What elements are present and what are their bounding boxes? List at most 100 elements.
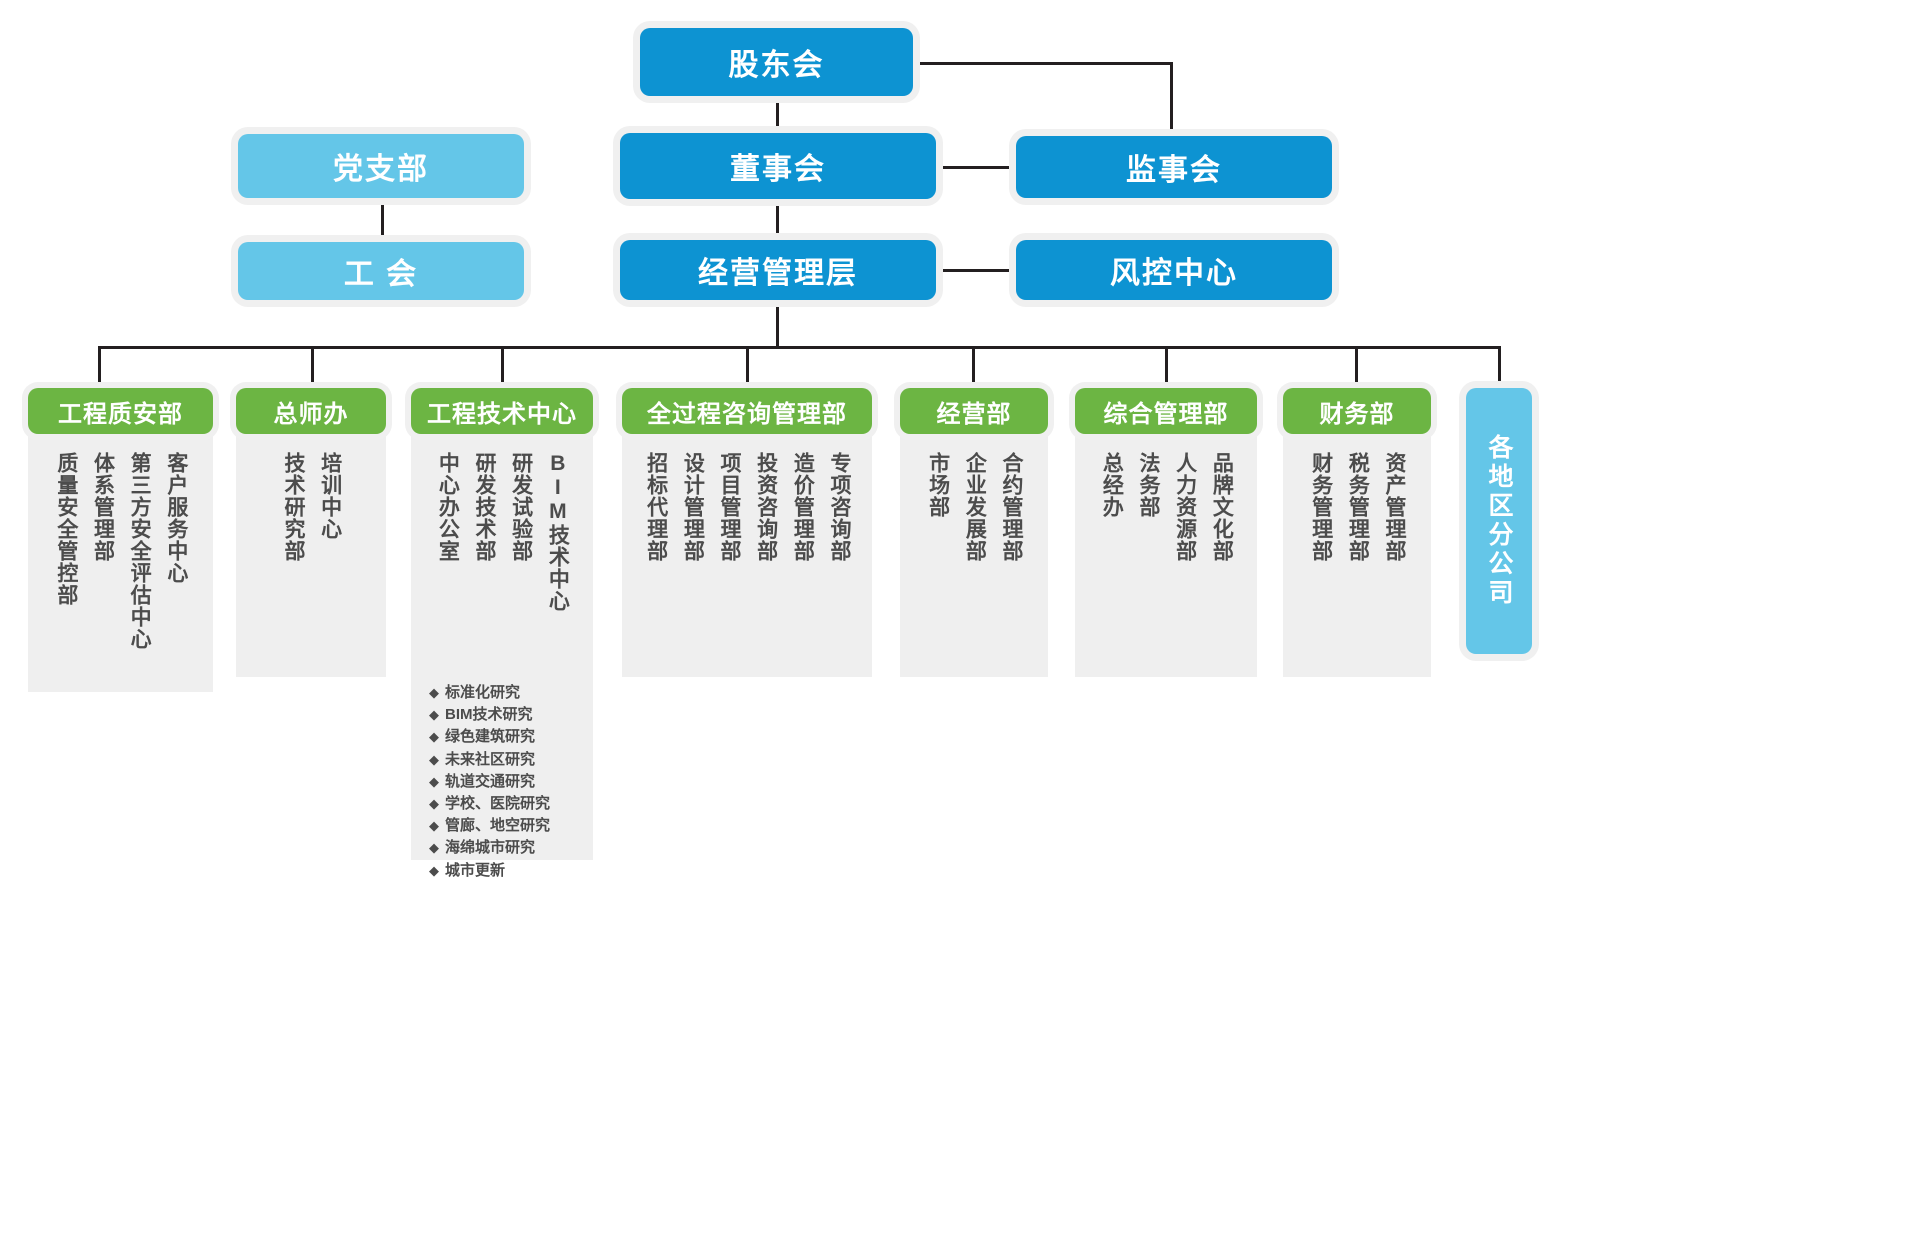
connector-drop-dept-5: [972, 346, 975, 388]
node-party-branch[interactable]: 党支部: [238, 134, 524, 198]
connector-shareholders-to-board: [776, 96, 779, 142]
research-topic-label: 轨道交通研究: [445, 772, 536, 790]
sub-department-item[interactable]: 质量安全管控部: [54, 452, 78, 606]
sub-department-item[interactable]: 资产管理部: [1383, 452, 1406, 562]
node-risk-control-center[interactable]: 风控中心: [1016, 240, 1332, 300]
connector-drop-dept-7: [1355, 346, 1358, 388]
research-topic-label: 海绵城市研究: [445, 839, 536, 857]
department-header-3[interactable]: 工程技术中心: [411, 388, 593, 434]
department-title-5: 经营部: [936, 400, 1012, 428]
sub-department-item[interactable]: 总经办: [1100, 452, 1124, 518]
sub-department-item[interactable]: 市场部: [926, 452, 950, 518]
research-topic-label: 未来社区研究: [445, 750, 536, 768]
sub-department-item[interactable]: 项目管理部: [718, 452, 741, 562]
research-topic-item[interactable]: ◆城市更新: [429, 860, 583, 882]
department-header-5[interactable]: 经营部: [900, 388, 1048, 434]
department-body-5: 合约管理部 企业发展部 市场部: [900, 434, 1048, 677]
sub-department-item[interactable]: 税务管理部: [1346, 452, 1370, 562]
connector-board-to-management: [776, 199, 779, 244]
sub-department-item[interactable]: 招标代理部: [644, 452, 668, 562]
sub-department-item[interactable]: 第三方安全评估中心: [128, 452, 152, 650]
node-shareholders[interactable]: 股东会: [640, 28, 913, 96]
research-topic-label: 标准化研究: [445, 684, 521, 701]
node-supervisors[interactable]: 监事会: [1016, 136, 1332, 198]
research-topic-item[interactable]: ◆ 轨道交通研究: [429, 771, 583, 793]
node-board-label: 董事会: [730, 153, 826, 186]
department-title-6: 综合管理部: [1103, 400, 1229, 428]
diamond-bullet-icon: ◆: [429, 840, 439, 856]
sub-department-item[interactable]: 品牌文化部: [1210, 452, 1234, 562]
node-supervisors-label: 监事会: [1126, 154, 1222, 187]
connector-management-drop: [776, 300, 779, 348]
department-header-4[interactable]: 全过程咨询管理部: [622, 388, 872, 434]
sub-department-item[interactable]: 中心办公室: [436, 452, 460, 562]
node-party-branch-label: 党支部: [333, 153, 429, 186]
research-topic-label: 学校、医院研究: [445, 794, 551, 812]
sub-department-item[interactable]: 设计管理部: [681, 452, 705, 562]
department-engineering-quality-safety: 工程质安部 客户服务中心 第三方安全评估中心 体系管理部 质量安全管控部: [28, 388, 213, 692]
node-risk-control-label: 风控中心: [1110, 257, 1238, 290]
department-header-7[interactable]: 财务部: [1283, 388, 1431, 434]
sub-department-item[interactable]: 合约管理部: [1000, 452, 1023, 562]
department-header-1[interactable]: 工程质安部: [28, 388, 213, 434]
connector-management-to-risk: [935, 269, 1017, 272]
department-title-3: 工程技术中心: [427, 400, 577, 428]
sub-department-item[interactable]: 企业发展部: [963, 452, 987, 562]
department-header-6[interactable]: 综合管理部: [1075, 388, 1257, 434]
node-board-of-directors[interactable]: 董事会: [620, 133, 936, 199]
department-title-4: 全过程咨询管理部: [647, 400, 847, 428]
department-title-7: 财务部: [1319, 400, 1395, 428]
node-management-layer[interactable]: 经营管理层: [620, 240, 936, 300]
connector-shareholders-to-supervisors-v: [1170, 62, 1173, 142]
sub-department-item[interactable]: 专项咨询部: [828, 452, 852, 562]
diamond-bullet-icon: ◆: [429, 729, 439, 745]
sub-department-item[interactable]: 研发试验部: [509, 452, 533, 562]
research-topic-label: BIM技术研究: [445, 706, 533, 724]
sub-department-item[interactable]: 体系管理部: [91, 452, 115, 562]
research-topic-item[interactable]: ◆ BIM技术研究: [429, 704, 583, 726]
sub-department-item[interactable]: 财务管理部: [1309, 452, 1333, 562]
node-regional-branch-label: 各地区分公司: [1485, 434, 1513, 608]
research-topics-list: ◆标准化研究 ◆BIM技术研究 ◆绿色建筑研究 ◆未来社区研究 ◆轨道交通研究 …: [429, 682, 583, 882]
sub-department-item[interactable]: 人力资源部: [1173, 452, 1197, 562]
research-topic-item[interactable]: ◆ 管廊、地空研究: [429, 815, 583, 837]
sub-department-item[interactable]: 技术研究部: [282, 452, 305, 562]
department-title-1: 工程质安部: [58, 400, 183, 428]
node-shareholders-label: 股东会: [728, 49, 825, 82]
research-topic-label: 绿色建筑研究: [445, 728, 536, 746]
connector-drop-dept-4: [746, 346, 749, 388]
sub-department-item[interactable]: BIM技术中心: [546, 452, 570, 612]
connector-drop-branch-company: [1498, 346, 1501, 388]
research-topic-item[interactable]: ◆ 海绵城市研究: [429, 837, 583, 859]
research-topic-label: 管廊、地空研究: [445, 817, 551, 835]
node-labor-union-label: 工 会: [343, 258, 419, 291]
connector-board-to-supervisors: [935, 166, 1017, 169]
node-regional-branch-companies[interactable]: 各地区分公司: [1466, 388, 1532, 654]
sub-department-item[interactable]: 研发技术部: [473, 452, 496, 562]
research-topic-item[interactable]: ◆ 绿色建筑研究: [429, 726, 583, 748]
connector-department-bus: [98, 346, 1501, 349]
department-header-2[interactable]: 总师办: [236, 388, 386, 434]
department-body-1: 客户服务中心 第三方安全评估中心 体系管理部 质量安全管控部: [28, 434, 213, 692]
department-finance: 财务部 资产管理部 税务管理部 财务管理部: [1283, 388, 1431, 677]
node-labor-union[interactable]: 工 会: [238, 242, 524, 300]
sub-department-item[interactable]: 造价管理部: [791, 452, 815, 562]
sub-department-item[interactable]: 客户服务中心: [164, 452, 188, 584]
department-body-2: 培训中心 技术研究部: [236, 434, 386, 677]
diamond-bullet-icon: ◆: [429, 818, 439, 834]
department-body-7: 资产管理部 税务管理部 财务管理部: [1283, 434, 1431, 677]
sub-department-item[interactable]: 投资咨询部: [754, 452, 778, 562]
department-whole-process-consulting: 全过程咨询管理部 专项咨询部 造价管理部 投资咨询部 项目管理部 设计管理部 招…: [622, 388, 872, 677]
research-topic-item[interactable]: ◆未来社区研究: [429, 749, 583, 771]
node-management-label: 经营管理层: [698, 257, 858, 290]
sub-department-item[interactable]: 培训中心: [318, 452, 342, 540]
diamond-bullet-icon: ◆: [429, 707, 439, 723]
diamond-bullet-icon: ◆: [429, 773, 439, 789]
research-topics-card: ◆标准化研究 ◆BIM技术研究 ◆绿色建筑研究 ◆未来社区研究 ◆轨道交通研究 …: [411, 670, 593, 879]
research-topic-item[interactable]: ◆ 标准化研究: [429, 682, 583, 704]
connector-shareholders-to-supervisors-h: [913, 62, 1173, 65]
sub-department-item[interactable]: 法务部: [1137, 452, 1160, 518]
diamond-bullet-icon: ◆: [429, 685, 439, 700]
research-topic-item[interactable]: ◆学校、医院研究: [429, 793, 583, 815]
